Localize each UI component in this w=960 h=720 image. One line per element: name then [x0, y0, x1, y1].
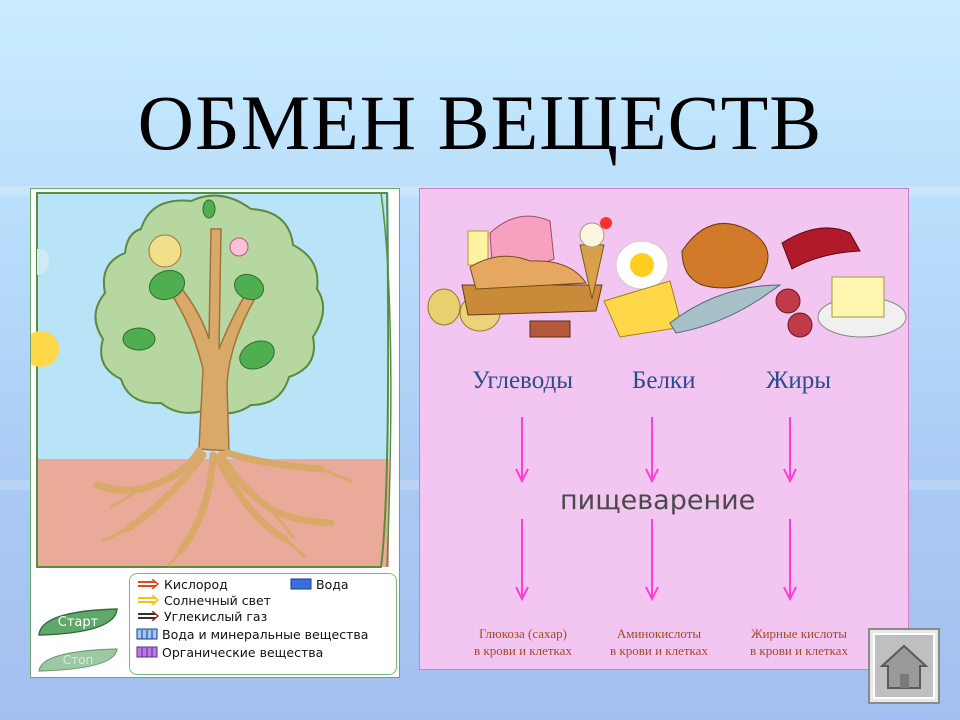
result-amino-acids: Аминокислоты в крови и клетках	[594, 625, 724, 659]
legend-item: Органические вещества	[136, 644, 323, 660]
stop-button[interactable]: Стоп	[35, 647, 121, 673]
digestion-panel: Углеводы Белки Жиры пищеварение Глюкоза …	[419, 188, 909, 670]
legend: Кислород Вода Солнечный свет Углекислый …	[129, 573, 397, 675]
bread-slice	[529, 320, 571, 338]
flow-arrow-head	[645, 586, 659, 602]
result-line: в крови и клетках	[750, 643, 848, 658]
co2-arrow-icon	[138, 611, 160, 621]
sausage-slice	[787, 312, 813, 338]
food-illustration	[427, 215, 907, 338]
ice-cream	[579, 222, 605, 248]
flow-arrow-head	[783, 586, 797, 602]
slide-title: ОБМЕН ВЕЩЕСТВ	[137, 79, 823, 166]
tree-illustration	[31, 192, 392, 568]
legend-label: Углекислый газ	[164, 608, 268, 624]
water-swatch-icon	[290, 578, 312, 590]
legend-item: Вода	[290, 576, 349, 592]
result-line: Жирные кислоты	[750, 626, 848, 641]
start-button[interactable]: Старт	[35, 607, 121, 637]
legend-item: Углекислый газ	[136, 608, 267, 624]
water-minerals-swatch-icon	[136, 628, 158, 640]
flow-arrow-head	[515, 586, 529, 602]
egg-yolk	[630, 253, 654, 277]
leaf	[202, 199, 216, 219]
legend-label: Вода	[316, 576, 349, 592]
tree-metabolism-panel: Кислород Вода Солнечный свет Углекислый …	[30, 188, 400, 678]
legend-label: Органические вещества	[162, 644, 324, 660]
fish	[669, 284, 782, 334]
legend-item: Кислород	[136, 576, 286, 592]
potato	[427, 288, 461, 326]
result-line: Глюкоза (сахар)	[478, 626, 567, 641]
sausage	[781, 227, 861, 270]
fruit	[148, 234, 182, 268]
organic-swatch-icon	[136, 646, 158, 658]
flow-arrow-head	[515, 468, 529, 484]
leaf	[122, 327, 156, 351]
legend-label: Кислород	[164, 576, 228, 592]
leaf-button-icon	[38, 608, 118, 636]
result-glucose: Глюкоза (сахар) в крови и клетках	[458, 625, 588, 659]
home-icon	[868, 628, 940, 704]
sunlight-arrow-icon	[138, 595, 160, 605]
leaf	[233, 273, 265, 301]
cheese	[603, 280, 683, 338]
flow-arrow-head	[783, 468, 797, 484]
nutrient-label-proteins: Белки	[632, 367, 696, 394]
result-fatty-acids: Жирные кислоты в крови и клетках	[734, 625, 864, 659]
leaf	[239, 340, 275, 370]
legend-item: Вода и минеральные вещества	[136, 626, 368, 642]
legend-label: Вода и минеральные вещества	[162, 626, 369, 642]
bread	[469, 255, 587, 290]
result-line: в крови и клетках	[610, 643, 708, 658]
butter	[831, 276, 885, 318]
result-line: Аминокислоты	[616, 626, 702, 641]
oxygen-arrow-icon	[138, 579, 160, 589]
tree-trunk	[159, 228, 265, 452]
legend-item: Солнечный свет	[136, 592, 271, 608]
legend-label: Солнечный свет	[164, 592, 271, 608]
nutrient-label-carbs: Углеводы	[472, 367, 573, 394]
leaf	[148, 269, 186, 301]
result-line: в крови и клетках	[474, 643, 572, 658]
leaf-button-icon	[38, 648, 118, 672]
flow-arrow-head	[645, 468, 659, 484]
bread-board	[461, 284, 603, 316]
digestion-label: пищеварение	[560, 485, 756, 516]
sun-icon	[31, 331, 59, 367]
roast-chicken	[681, 223, 769, 289]
sausage-slice	[775, 288, 801, 314]
nutrient-label-fats: Жиры	[766, 367, 832, 394]
home-button[interactable]	[868, 628, 940, 704]
cherry	[600, 217, 612, 229]
flower-bud	[229, 237, 249, 257]
